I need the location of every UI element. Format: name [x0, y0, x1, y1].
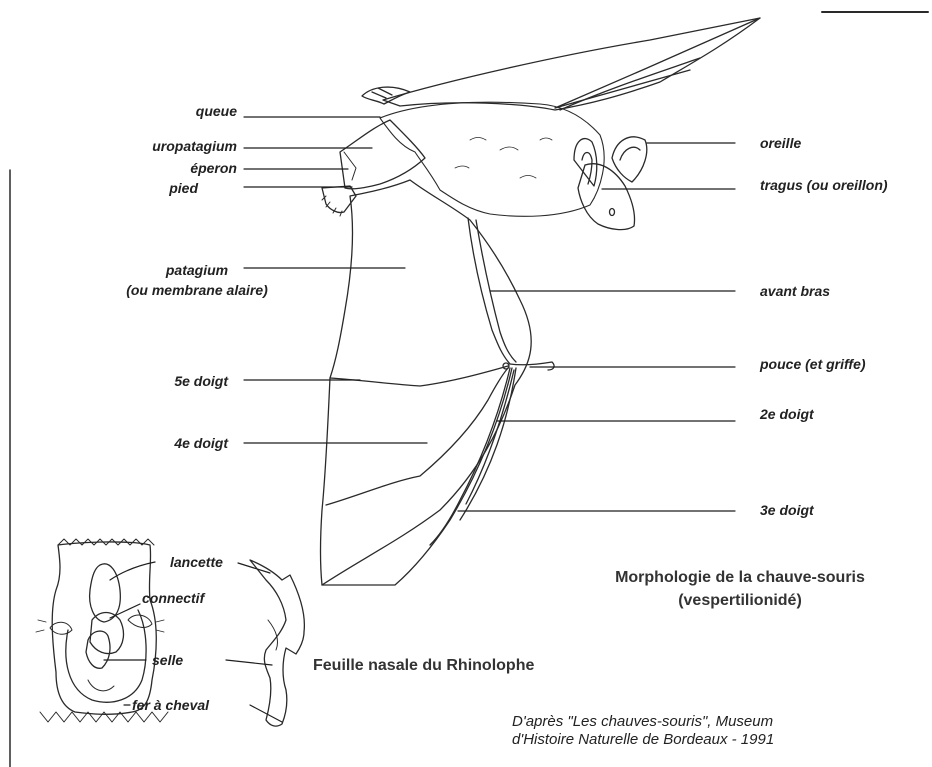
label-oreille: oreille — [760, 135, 801, 151]
nasal-selle — [86, 631, 110, 668]
label-tragus: tragus (ou oreillon) — [760, 177, 888, 193]
nasal-face-outline — [52, 542, 156, 714]
label-connectif: connectif — [142, 590, 204, 606]
label-pied: pied — [110, 180, 198, 196]
finger-5 — [330, 366, 508, 386]
leader-connectif — [110, 604, 140, 618]
label-lancette: lancette — [170, 554, 223, 570]
label-uropatagium: uropatagium — [100, 138, 237, 154]
label-selle: selle — [152, 652, 183, 668]
nasal-eye-left — [50, 622, 72, 634]
nasal-leaf-title: Feuille nasale du Rhinolophe — [313, 657, 534, 675]
bat-eye — [610, 209, 615, 216]
nasal-fur-bottom — [40, 712, 168, 722]
label-patagium-subtitle: (ou membrane alaire) — [102, 282, 292, 298]
label-avant-bras: avant bras — [760, 283, 830, 299]
upper-wing-finger-1 — [555, 18, 760, 108]
nasal-lancette — [90, 564, 121, 622]
bat-body — [380, 102, 604, 216]
upper-wing — [383, 18, 760, 110]
label-2e-doigt: 2e doigt — [760, 406, 814, 422]
bat-ear-inner — [620, 147, 640, 160]
label-patagium: patagium — [112, 262, 282, 278]
bat-ear-2 — [574, 139, 597, 186]
diagram-title: Morphologie de la chauve-souris — [570, 567, 910, 588]
main-wing-membrane — [321, 180, 532, 585]
diagram-subtitle: (vespertilionidé) — [570, 590, 910, 611]
nasal-eye-right — [128, 615, 152, 627]
label-queue: queue — [120, 103, 237, 119]
thumb — [510, 362, 554, 370]
label-eperon: éperon — [120, 160, 237, 176]
label-5e-doigt: 5e doigt — [120, 373, 228, 389]
label-pouce: pouce (et griffe) — [760, 356, 866, 372]
source-credit-line1: D'après "Les chauves-souris", Museum — [512, 713, 773, 730]
label-3e-doigt: 3e doigt — [760, 502, 814, 518]
source-credit-line2: d'Histoire Naturelle de Bordeaux - 1991 — [512, 731, 774, 748]
label-fer-a-cheval: fer à cheval — [132, 697, 209, 713]
upper-wing-finger-2 — [555, 70, 690, 108]
nasal-horseshoe — [66, 610, 146, 702]
label-4e-doigt: 4e doigt — [120, 435, 228, 451]
upper-wing-finger-3 — [560, 58, 700, 110]
bat-head — [578, 164, 635, 230]
